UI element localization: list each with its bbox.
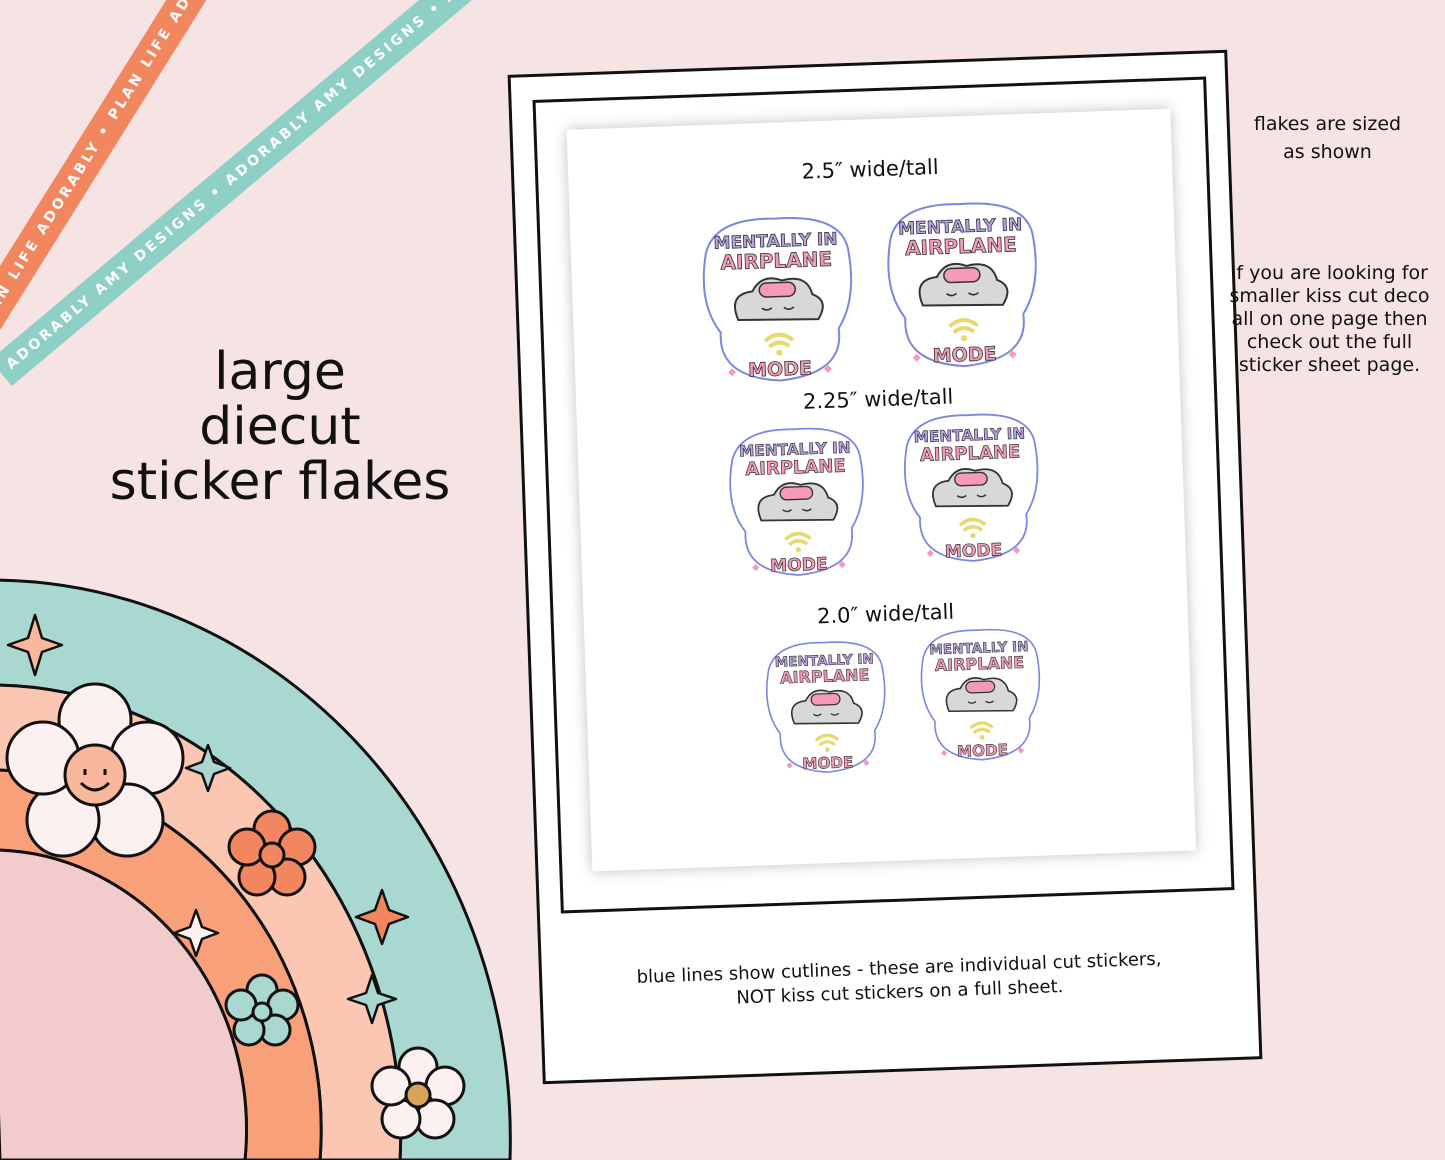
sticker-text-top: MENTALLY IN — [774, 651, 874, 670]
heading-line-3: sticker flakes — [109, 452, 451, 512]
sticker-text-middle: AIRPLANE — [780, 665, 870, 687]
sticker-text-bottom: MODE — [770, 555, 828, 577]
sticker-text-bottom: MODE — [932, 343, 997, 367]
full-sheet-note: if you are looking for smaller kiss cut … — [1229, 262, 1430, 376]
sparkle-icon — [184, 743, 232, 793]
sparkle-icon — [172, 908, 220, 958]
sticker-text-bottom: MODE — [748, 357, 813, 381]
sticker-sheet: 2.5″ wide/tall 2.25″ wide/tall 2.0″ wide… — [566, 108, 1197, 872]
sticker-text-top: MENTALLY IN — [898, 215, 1023, 239]
sticker-text-top: MENTALLY IN — [929, 639, 1029, 658]
sticker-text-middle: AIRPLANE — [920, 442, 1021, 466]
sticker-text-bottom: MODE — [944, 540, 1002, 562]
card-inner-border: 2.5″ wide/tall 2.25″ wide/tall 2.0″ wide… — [532, 76, 1235, 914]
sticker-text-top: MENTALLY IN — [713, 229, 838, 253]
product-heading: large diecut sticker flakes — [60, 345, 500, 510]
size-label-2-5: 2.5″ wide/tall — [801, 154, 940, 184]
sparkle-icon — [354, 888, 410, 946]
sticker-text-top: MENTALLY IN — [739, 439, 851, 461]
sticker-text-middle: AIRPLANE — [745, 456, 846, 480]
teal-flower-icon — [224, 973, 300, 1047]
sticker-text-bottom: MODE — [957, 741, 1009, 761]
white-flower-icon — [370, 1046, 466, 1140]
product-card: 2.5″ wide/tall 2.25″ wide/tall 2.0″ wide… — [507, 49, 1263, 1085]
heading-line-2: diecut — [199, 397, 361, 457]
size-label-2-25: 2.25″ wide/tall — [802, 384, 954, 414]
smiley-flower-icon — [5, 682, 185, 858]
sticker-text-middle: AIRPLANE — [720, 247, 832, 275]
sparkle-icon — [6, 613, 64, 677]
sticker-text-bottom: MODE — [802, 753, 854, 773]
rainbow-icon — [0, 578, 512, 1160]
heading-line-1: large — [214, 342, 346, 402]
sticker-text-top: MENTALLY IN — [913, 424, 1025, 446]
size-label-2-0: 2.0″ wide/tall — [816, 599, 955, 629]
sticker-text-middle: AIRPLANE — [934, 653, 1024, 675]
sparkle-icon — [346, 973, 398, 1025]
sizing-note: flakes are sized as shown — [1253, 113, 1402, 163]
sticker-text-middle: AIRPLANE — [905, 232, 1017, 260]
orange-flower-icon — [227, 809, 317, 897]
